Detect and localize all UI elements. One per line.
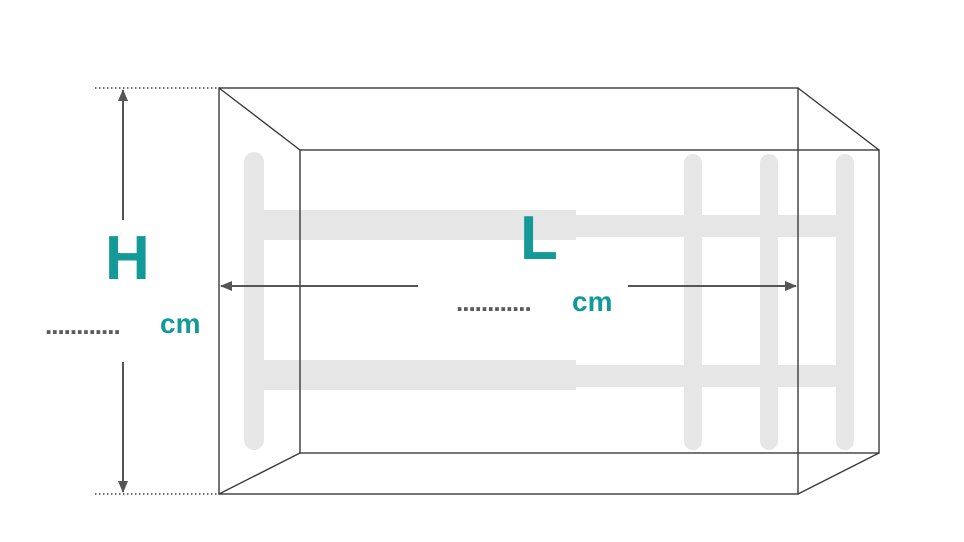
height-unit: cm (160, 308, 201, 339)
height-value-dots: ............ (45, 310, 121, 340)
length-letter: L (520, 204, 558, 273)
length-unit: cm (572, 286, 613, 317)
box-wireframe (218, 87, 880, 495)
desk-frame-ghost (244, 152, 854, 450)
height-letter: H (105, 224, 150, 293)
length-value-dots: ............ (456, 287, 532, 317)
